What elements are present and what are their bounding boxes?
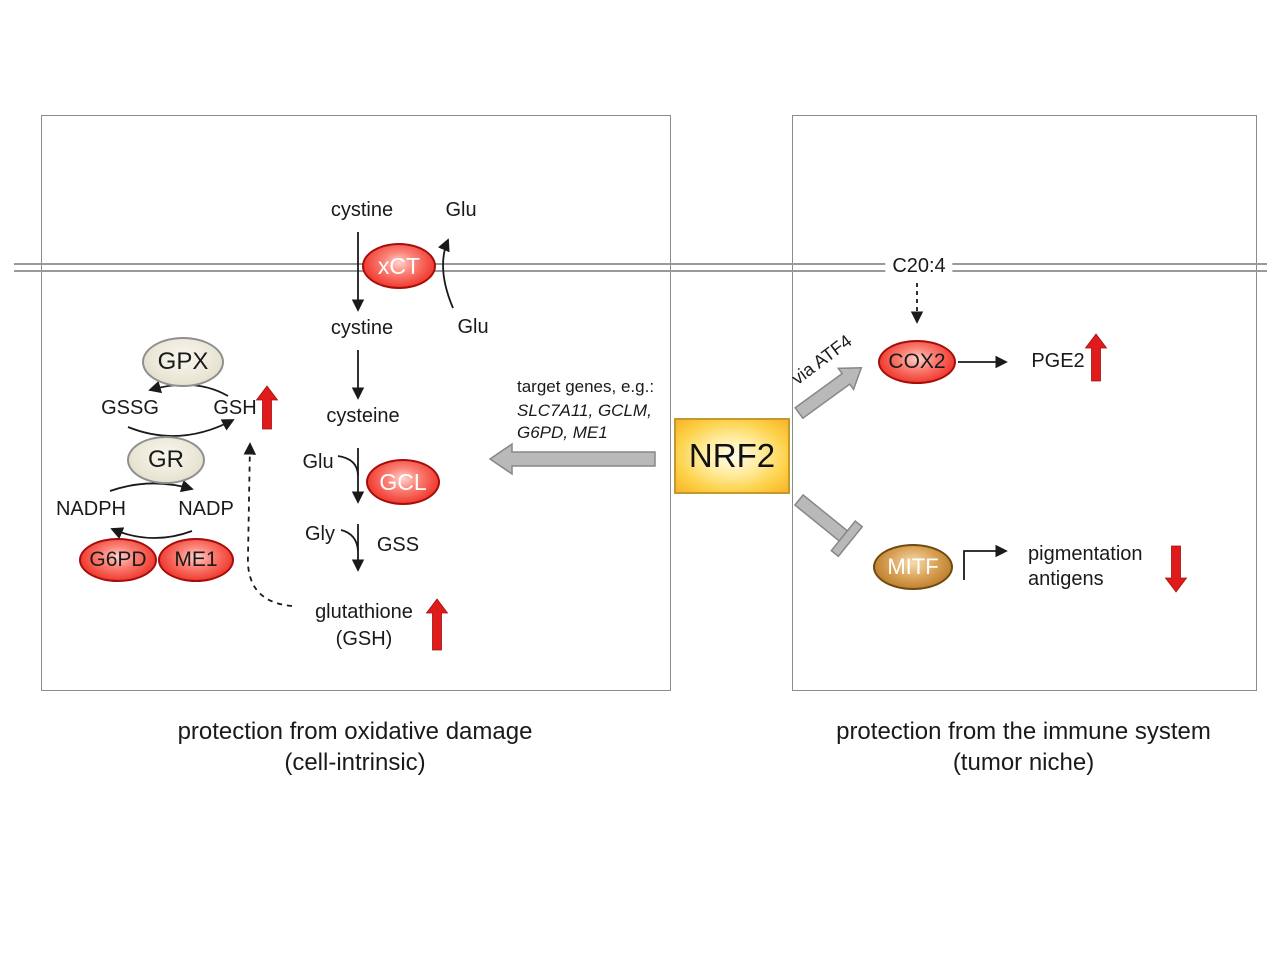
glutathione-label-line1: glutathione xyxy=(315,601,413,623)
gr-node: GR xyxy=(127,436,205,484)
me1-node: ME1 xyxy=(158,538,234,582)
cox2-node-label: COX2 xyxy=(888,350,946,373)
left-panel-caption-line2: (cell-intrinsic) xyxy=(284,749,426,776)
xct-node: xCT xyxy=(362,243,436,289)
glu-extracellular-label: Glu xyxy=(445,199,477,221)
cystine-extracellular-label: cystine xyxy=(330,199,394,221)
nrf2-node: NRF2 xyxy=(674,418,790,494)
pge2-label: PGE2 xyxy=(1031,350,1085,372)
g6pd-node: G6PD xyxy=(79,538,157,582)
gly-substrate-label: Gly xyxy=(305,523,335,545)
left-panel-caption-line1: protection from oxidative damage xyxy=(177,718,533,745)
target-genes-heading: target genes, e.g.: xyxy=(517,377,655,396)
gssg-label: GSSG xyxy=(101,397,159,419)
xct-node-label: xCT xyxy=(377,252,421,279)
gpx-node-label: GPX xyxy=(157,348,209,375)
target-genes-list-line2: G6PD, ME1 xyxy=(517,423,608,442)
right-panel-caption: protection from the immune system (tumor… xyxy=(792,716,1255,778)
nadph-label: NADPH xyxy=(55,498,127,520)
mitf-node-label: MITF xyxy=(887,554,939,579)
pigmentation-label-line2: antigens xyxy=(1028,568,1104,590)
gpx-node: GPX xyxy=(142,337,224,387)
mitf-node: MITF xyxy=(873,544,953,590)
membrane-line-top xyxy=(14,263,1267,265)
immune-system-panel xyxy=(792,115,1257,691)
gcl-node: GCL xyxy=(366,459,440,505)
nadp-label: NADP xyxy=(178,498,234,520)
cox2-node: COX2 xyxy=(878,340,956,384)
oxidative-damage-panel xyxy=(41,115,671,691)
g6pd-node-label: G6PD xyxy=(89,548,147,571)
c20-4-label: C20:4 xyxy=(885,255,953,278)
pigmentation-label-line1: pigmentation xyxy=(1028,543,1143,565)
nrf2-node-label: NRF2 xyxy=(688,437,776,474)
glu-substrate-label: Glu xyxy=(302,451,334,473)
glu-intracellular-label: Glu xyxy=(457,316,489,338)
gsh-label: GSH xyxy=(213,397,257,419)
cystine-intracellular-label: cystine xyxy=(330,317,394,339)
right-panel-caption-line1: protection from the immune system xyxy=(836,718,1211,745)
glutathione-label: glutathione (GSH) xyxy=(315,599,413,653)
me1-node-label: ME1 xyxy=(174,548,218,571)
glutathione-label-line2: (GSH) xyxy=(335,628,393,650)
gss-label: GSS xyxy=(376,534,420,556)
gr-node-label: GR xyxy=(148,446,184,473)
gcl-node-label: GCL xyxy=(379,468,427,495)
right-panel-caption-line2: (tumor niche) xyxy=(952,749,1095,776)
target-genes-list-line1: SLC7A11, GCLM, xyxy=(517,401,652,420)
cysteine-label: cysteine xyxy=(326,405,400,427)
membrane-line-bottom xyxy=(14,270,1267,272)
left-panel-caption: protection from oxidative damage (cell-i… xyxy=(41,716,669,778)
